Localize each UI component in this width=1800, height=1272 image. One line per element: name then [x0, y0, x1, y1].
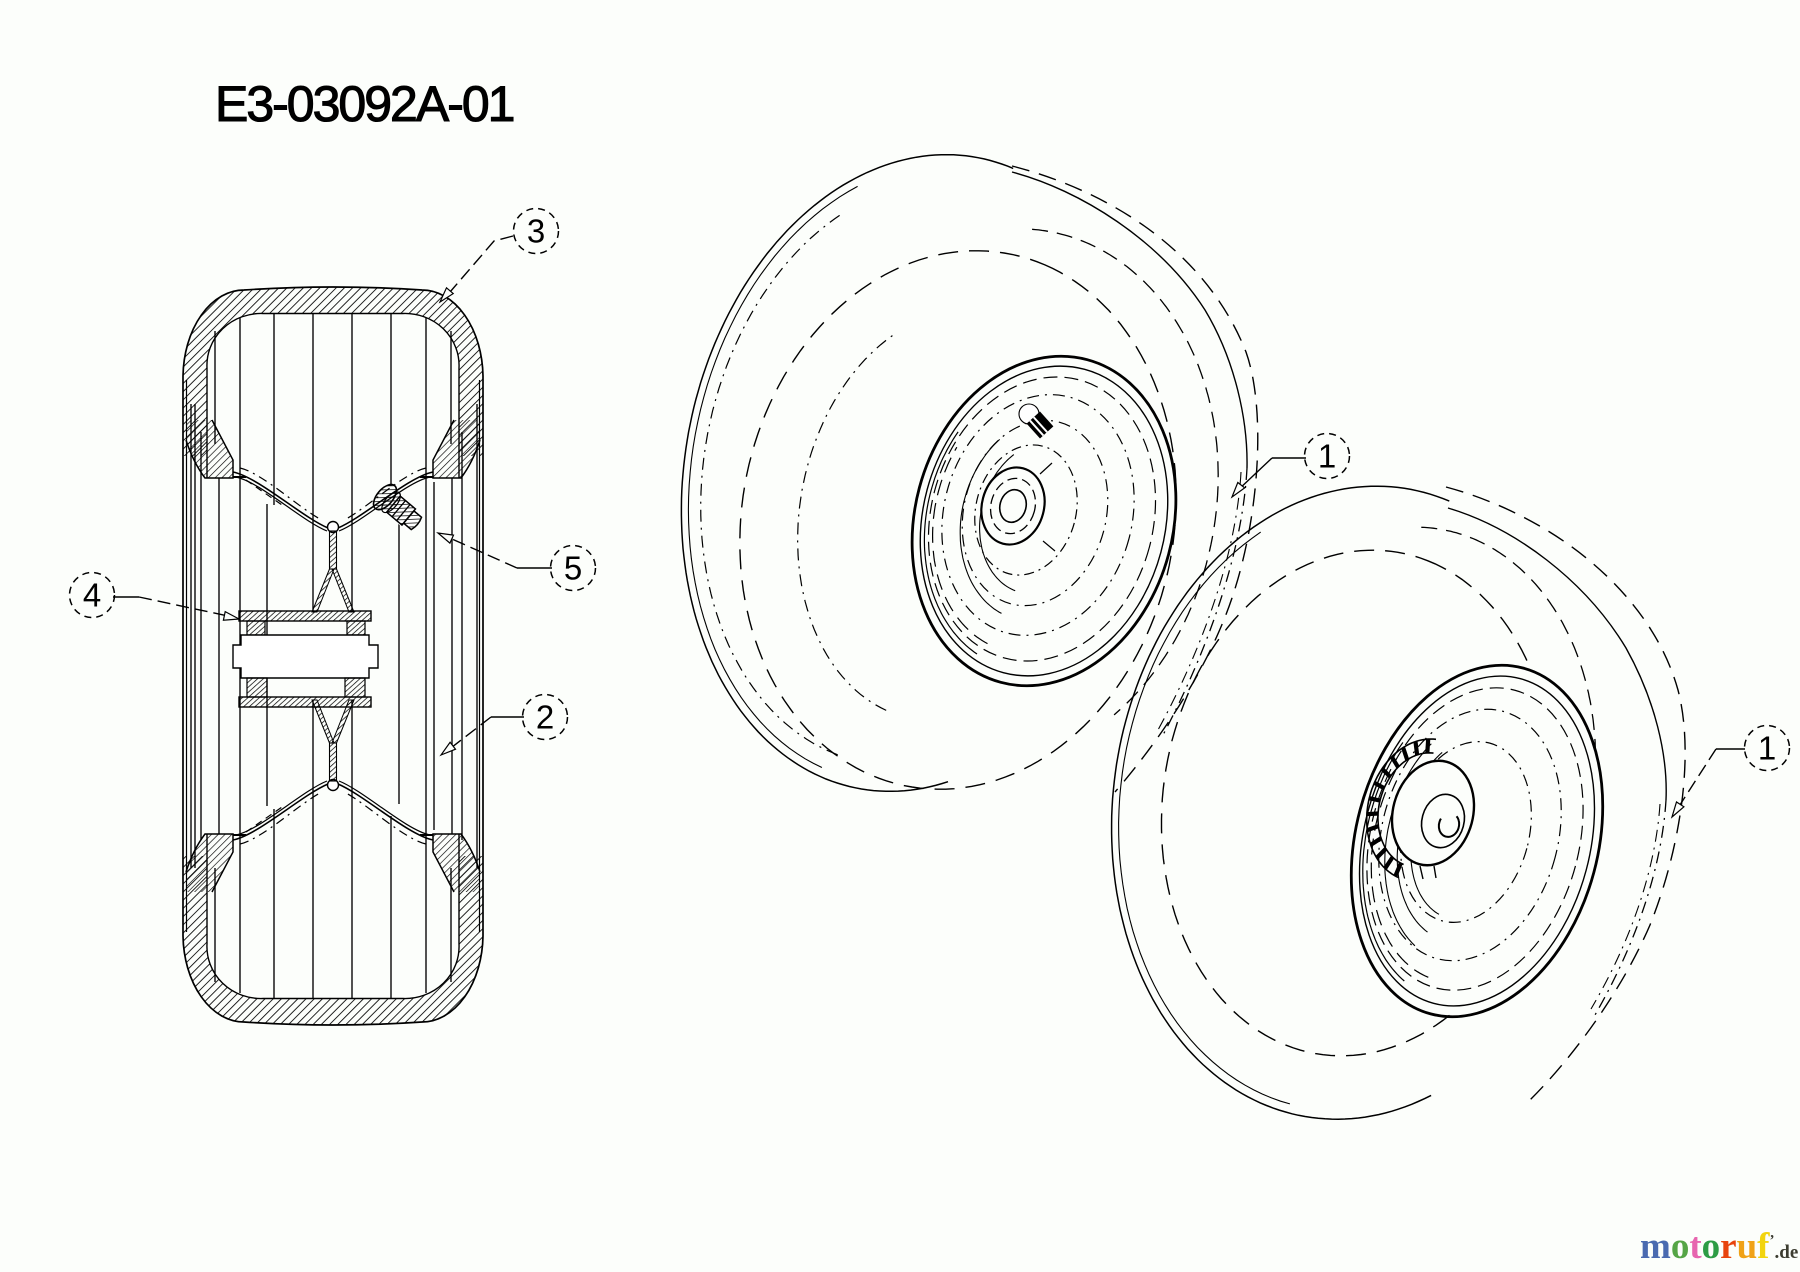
svg-text:1: 1	[1318, 438, 1336, 475]
svg-text:4: 4	[83, 577, 101, 614]
svg-text:5: 5	[564, 550, 582, 587]
svg-text:2: 2	[536, 699, 554, 736]
svg-text:3: 3	[527, 213, 545, 250]
svg-text:1: 1	[1758, 730, 1776, 767]
